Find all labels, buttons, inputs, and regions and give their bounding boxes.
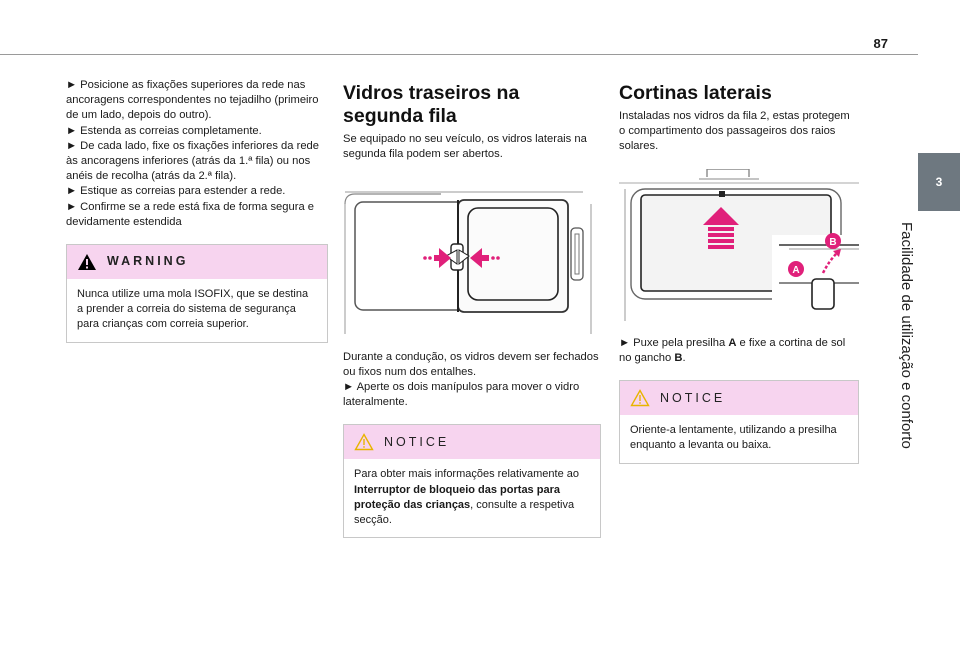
section-title-side-blinds: Cortinas laterais [619,82,772,104]
section-title-rear-windows: Vidros traseiros na segunda fila [343,82,520,127]
step-suffix: . [682,352,686,365]
column-2: Vidros traseiros na segunda fila Se equi… [343,82,601,539]
rear-window-illustration [344,191,592,335]
side-blind-figure: B A [619,167,859,326]
notice-text-side-blinds: Oriente-a lentamente, utilizando a presi… [630,424,837,452]
squeeze-arrow-right [470,248,500,269]
step-middle: e fixe a cortina de sol no gancho [619,336,846,365]
rear-windows-driving: Durante a condução, os vidros devem ser … [343,350,599,378]
notice-header-rear-windows: NOTICE [344,425,600,460]
column-1: ► Posicione as fixações superiores da re… [66,78,328,343]
page-number: 87 [873,36,888,51]
side-blinds-step: ► Puxe pela presilha A e fixe a cortina … [619,336,859,366]
label-a: A [728,336,737,349]
notice-text-rear-windows: Para obter mais informações relativament… [344,459,600,537]
column-3: Cortinas laterais Instaladas nos vidros … [619,82,859,464]
side-blinds-intro: Instaladas nos vidros da fila 2, estas p… [619,110,850,153]
pull-up-arrow [703,206,739,249]
step-3: ► De cada lado, fixe os fixações inferio… [66,139,319,183]
chapter-title: Facilidade de utilização e conforto [898,222,915,449]
notice-title-rear-windows: NOTICE [384,434,450,449]
warning-header: WARNING [67,245,327,280]
rear-windows-intro: Se equipado no seu veículo, os vidros la… [343,133,587,161]
notice-text-suffix: , consulte a respetiva secção. [354,498,575,527]
step-prefix: ► Puxe pela presilha [619,336,729,349]
top-rule [0,54,918,55]
figure-label-b: B [829,237,836,248]
notice-title-side-blinds: NOTICE [660,390,726,405]
step-2: ► Estenda as correias completamente. [66,124,262,137]
rear-windows-step: ► Aperte os dois manípulos para mover o … [343,381,580,409]
warning-title: WARNING [107,254,189,269]
label-b: B [674,352,683,365]
notice-header-side-blinds: NOTICE [620,381,858,416]
notice-text-prefix: Para obter mais informações relativament… [354,468,579,481]
step-4: ► Estique as correias para estender a re… [66,185,286,198]
warning-text: Nunca utilize uma mola ISOFIX, que se de… [77,288,309,331]
step-1: ► Posicione as fixações superiores da re… [66,79,319,122]
rear-window-figure [343,184,601,339]
warning-icon [78,254,96,271]
notice-box-side-blinds: NOTICE Oriente-a lentamente, utilizando … [619,380,859,464]
step-5: ► Confirme se a rede está fixa de forma … [66,200,314,228]
side-blind-illustration: B A [619,167,859,321]
squeeze-arrow-left [423,248,451,269]
chapter-tab[interactable]: 3 [918,153,960,211]
notice-icon [354,433,374,451]
figure-label-a: A [792,265,799,276]
notice-link-child-lock[interactable]: Interruptor de bloqueio das portas para … [354,483,560,511]
warning-box: WARNING Nunca utilize uma mola ISOFIX, q… [66,244,328,343]
notice-icon [630,389,650,407]
notice-box-rear-windows: NOTICE Para obter mais informações relat… [343,424,601,539]
